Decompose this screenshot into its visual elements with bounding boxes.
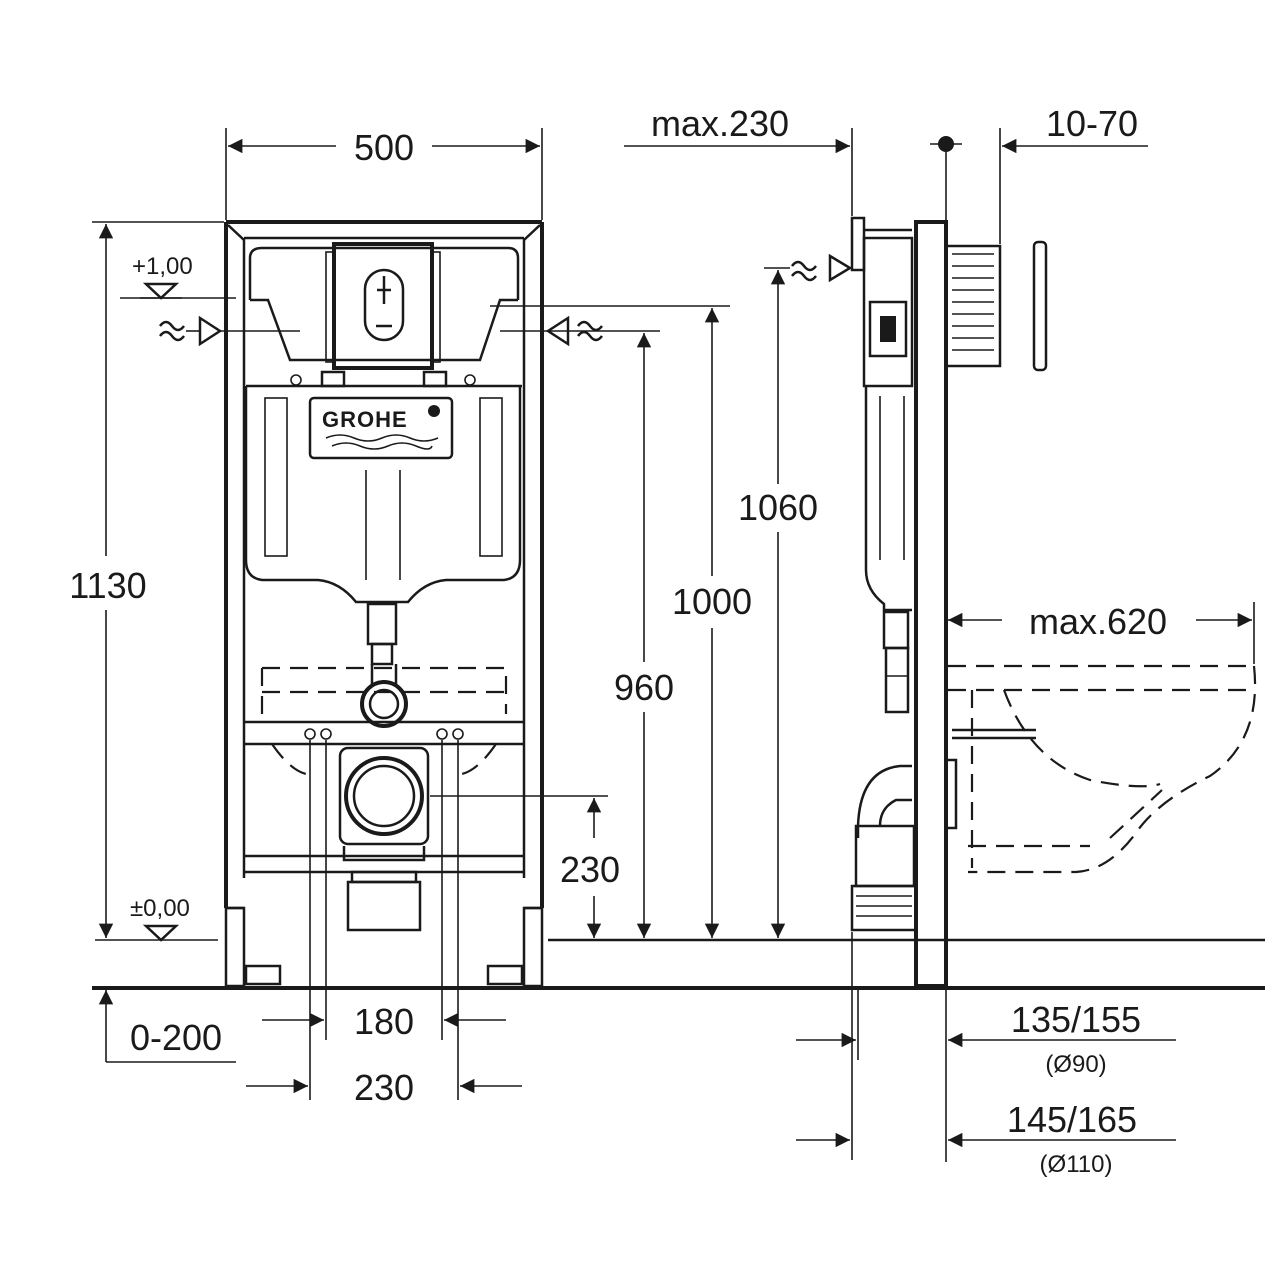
side-view: max.230 10-70 1060 max.620 135/155 (	[624, 103, 1257, 1178]
side-bowl-outline	[948, 664, 1257, 874]
brand-logo: GROHE	[322, 407, 408, 432]
side-water-inlet	[764, 253, 853, 283]
svg-text:145/165: 145/165	[1007, 1099, 1137, 1140]
dimension-floor-adjust: 0-200	[98, 990, 236, 1063]
dimension-max-620: max.620	[948, 601, 1255, 664]
water-inlet-right	[500, 315, 660, 347]
dimension-total-height: 1130	[69, 221, 224, 938]
svg-text:500: 500	[354, 127, 414, 168]
dimension-bolt-outer: 230	[246, 1067, 522, 1108]
svg-text:960: 960	[614, 667, 674, 708]
svg-text:+1,00: +1,00	[132, 253, 193, 280]
water-inlet-left	[159, 315, 300, 347]
dimension-frame-height: 1060	[738, 270, 818, 938]
svg-text:230: 230	[560, 849, 620, 890]
dimension-bolt-inner: 180	[262, 1001, 506, 1042]
dimension-drain-height: 230	[430, 795, 620, 938]
dimension-inlet-height: 960	[614, 333, 674, 938]
svg-text:max.230: max.230	[651, 103, 789, 144]
svg-text:135/155: 135/155	[1011, 999, 1141, 1040]
flush-pipe	[360, 602, 408, 728]
dimension-bracket-height: 1000	[490, 305, 752, 938]
flush-button	[363, 268, 405, 342]
level-marker-zero: ±0,00	[130, 895, 190, 942]
side-drain	[850, 758, 958, 932]
svg-text:1000: 1000	[672, 581, 752, 622]
svg-text:(Ø110): (Ø110)	[1040, 1151, 1113, 1178]
svg-text:180: 180	[354, 1001, 414, 1042]
svg-text:230: 230	[354, 1067, 414, 1108]
drain-outlet	[304, 728, 464, 1100]
dimension-outlet-110: 145/165 (Ø110)	[796, 932, 1176, 1178]
svg-text:(Ø90): (Ø90)	[1045, 1051, 1106, 1078]
svg-text:max.620: max.620	[1029, 601, 1167, 642]
level-marker-top: +1,00	[120, 253, 236, 300]
front-view: GROHE	[69, 127, 1265, 1108]
svg-text:10-70: 10-70	[1046, 103, 1138, 144]
side-flush-plate	[944, 240, 1048, 372]
svg-text:±0,00: ±0,00	[130, 895, 190, 922]
svg-text:1130: 1130	[69, 565, 146, 606]
dimension-wall-offset: 10-70	[999, 103, 1148, 244]
svg-text:0-200: 0-200	[130, 1017, 222, 1058]
dimension-width: 500	[225, 127, 543, 220]
cistern: GROHE	[244, 242, 522, 604]
dimension-max-230: max.230	[624, 103, 853, 216]
svg-text:1060: 1060	[738, 487, 818, 528]
side-cistern	[850, 216, 914, 714]
dimension-outlet-90: 135/155 (Ø90)	[796, 988, 1176, 1078]
